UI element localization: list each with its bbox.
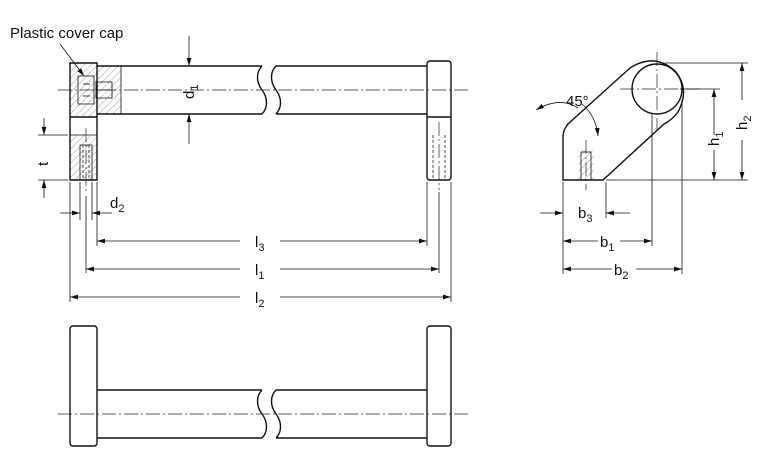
svg-text:b1: b1 xyxy=(600,234,614,254)
dim-l1: l1 xyxy=(86,262,439,282)
thread-section-hatch xyxy=(70,135,97,180)
svg-text:h2: h2 xyxy=(734,116,754,130)
svg-text:l1: l1 xyxy=(255,262,264,282)
b1-label: b xyxy=(600,234,608,251)
dim-angle-45: 45° xyxy=(535,93,600,137)
d2-label: d xyxy=(110,195,118,212)
bottom-break-right xyxy=(270,389,282,439)
b2-sub: 2 xyxy=(622,270,628,282)
top-view xyxy=(58,60,470,192)
b1-sub: 1 xyxy=(608,242,614,254)
left-post-outline xyxy=(69,62,98,181)
l1-label: l xyxy=(255,262,258,279)
bottom-right-post xyxy=(426,325,452,447)
dim-d1: d1 xyxy=(181,36,201,144)
bottom-left-post xyxy=(69,325,98,447)
h1-label: h xyxy=(706,138,723,146)
break-line-right xyxy=(270,65,282,115)
h2-label: h xyxy=(734,122,751,130)
d1-label: d xyxy=(181,91,198,99)
svg-text:l3: l3 xyxy=(255,234,264,254)
dim-l3: l3 xyxy=(97,234,427,254)
dim-b1: b1 xyxy=(563,234,652,254)
dim-b2: b2 xyxy=(563,262,682,282)
dim-b3: b3 xyxy=(540,205,630,225)
svg-text:h1: h1 xyxy=(706,132,726,146)
dim-t: t xyxy=(35,118,68,198)
h1-sub: 1 xyxy=(714,132,726,138)
angle-label: 45° xyxy=(566,93,589,110)
b2-label: b xyxy=(614,262,622,279)
t-label: t xyxy=(35,161,52,166)
l2-label: l xyxy=(255,290,258,307)
svg-text:b2: b2 xyxy=(614,262,628,282)
dim-h1: h1 xyxy=(706,89,726,180)
h2-sub: 2 xyxy=(742,116,754,122)
svg-text:b3: b3 xyxy=(578,205,592,225)
l3-label: l xyxy=(255,234,258,251)
b3-label: b xyxy=(578,205,586,222)
svg-text:l2: l2 xyxy=(255,290,264,310)
l1-sub: 1 xyxy=(258,270,264,282)
l2-sub: 2 xyxy=(258,298,264,310)
svg-text:d1: d1 xyxy=(181,85,201,99)
side-view xyxy=(562,52,700,190)
svg-text:d2: d2 xyxy=(110,195,124,215)
callout-plastic-cover-cap: Plastic cover cap xyxy=(10,25,123,42)
bottom-view xyxy=(58,325,470,447)
dim-h2: h2 xyxy=(734,63,754,180)
callout-leader xyxy=(59,43,85,77)
d1-sub: 1 xyxy=(189,85,201,91)
dim-l2: l2 xyxy=(70,290,451,310)
b3-sub: 3 xyxy=(586,213,592,225)
d2-sub: 2 xyxy=(118,203,124,215)
l3-sub: 3 xyxy=(258,242,264,254)
